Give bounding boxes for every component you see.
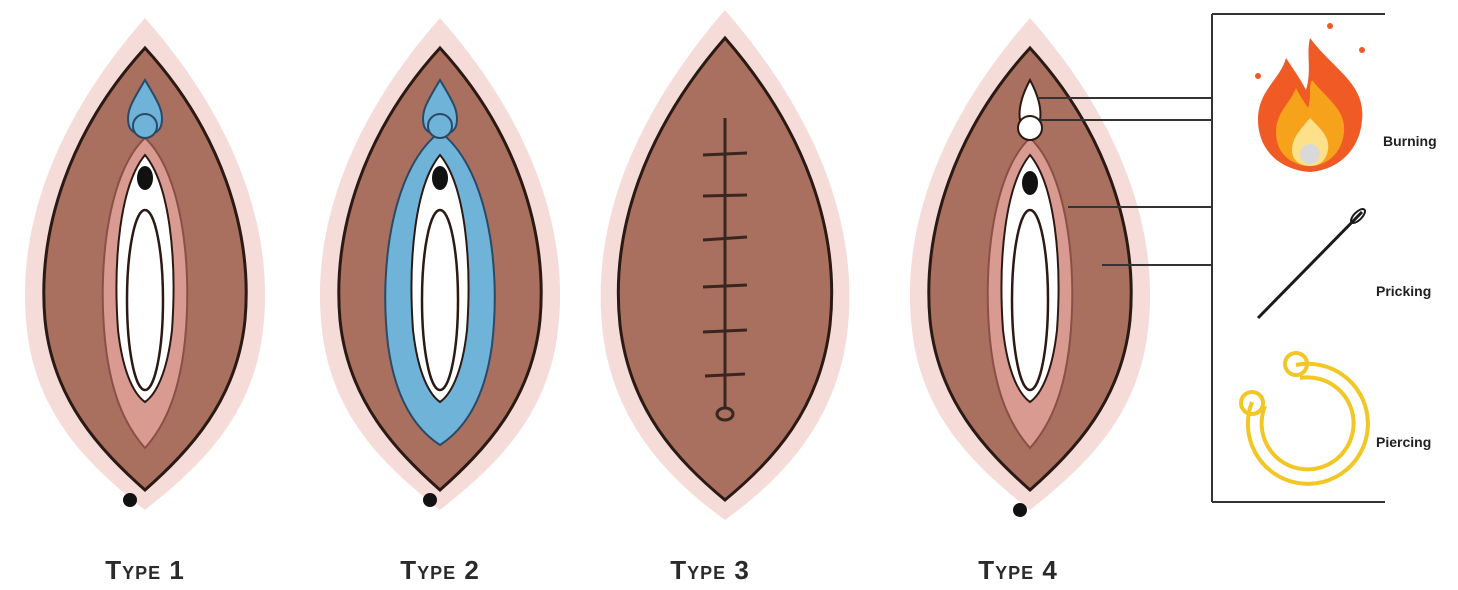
- anus: [123, 493, 137, 507]
- urethral-opening: [137, 166, 153, 190]
- type-2-label: Type 2: [340, 555, 540, 586]
- legend-label-burning: Burning: [1383, 133, 1437, 149]
- type-4-diagram: [910, 18, 1150, 517]
- legend-label-pricking: Pricking: [1376, 283, 1431, 299]
- type-1-label: Type 1: [45, 555, 245, 586]
- urethral-opening: [432, 166, 448, 190]
- clitoris: [1018, 116, 1042, 140]
- clitoris-blue: [428, 114, 452, 138]
- vaginal-opening: [127, 210, 163, 390]
- vaginal-opening: [422, 210, 458, 390]
- needle-icon: [1258, 207, 1367, 318]
- type-3-label: Type 3: [610, 555, 810, 586]
- type-1-diagram: [25, 18, 265, 510]
- anus: [423, 493, 437, 507]
- urethral-opening: [1022, 171, 1038, 195]
- anus: [1013, 503, 1027, 517]
- legend-label-piercing: Piercing: [1376, 434, 1431, 450]
- type-2-diagram: [320, 18, 560, 510]
- ring-icon: [1241, 353, 1368, 484]
- vaginal-opening: [1012, 210, 1048, 390]
- flame-icon: [1255, 23, 1365, 172]
- type-4-label: Type 4: [918, 555, 1118, 586]
- clitoris-blue: [133, 114, 157, 138]
- type-3-diagram: [601, 10, 850, 520]
